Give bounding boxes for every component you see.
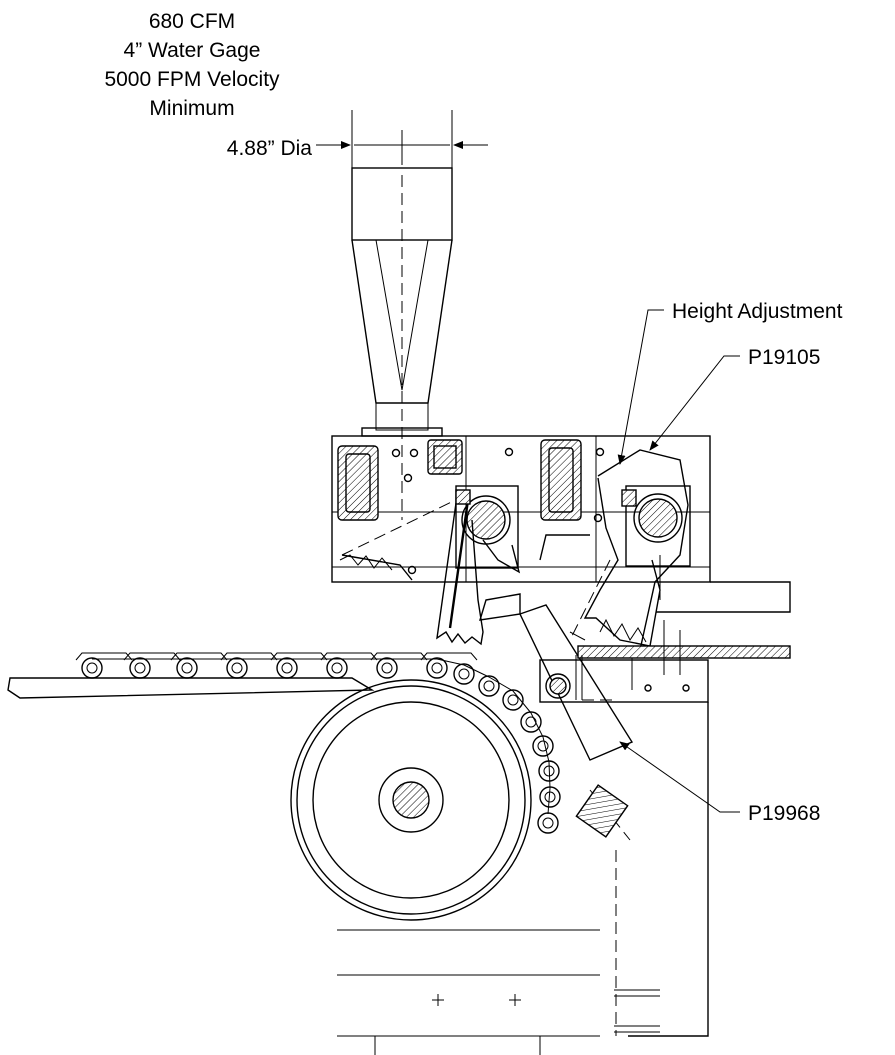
chain-roller — [326, 657, 348, 679]
chain-roller-pin — [458, 668, 470, 680]
lower-frame — [337, 784, 660, 1055]
chain-roller-pin — [542, 817, 554, 829]
p19105-label: P19105 — [748, 346, 820, 369]
chain-roller — [176, 657, 198, 679]
chain-roller-pin — [381, 662, 393, 674]
exhaust-hood — [351, 167, 453, 520]
chain-roller-pin — [86, 662, 98, 674]
chain-link-bar — [436, 658, 465, 666]
chain-roller — [426, 657, 448, 679]
chain-roller-pin — [231, 662, 243, 674]
chain-plate — [420, 652, 478, 661]
mount-symbol-right — [509, 994, 521, 1006]
spec-water-gage: 4” Water Gage — [124, 39, 261, 62]
cutter-housing — [331, 435, 711, 583]
chain-roller — [81, 657, 103, 679]
chain-link-bar — [512, 690, 532, 714]
chain-plate — [75, 652, 133, 661]
chain-roller-pin — [525, 716, 537, 728]
drive-drum — [290, 679, 532, 921]
chain-roller — [129, 657, 151, 679]
spec-velocity: 5000 FPM Velocity — [104, 68, 280, 91]
height-adjustment-label: Height Adjustment — [672, 300, 843, 323]
chain-roller — [478, 675, 500, 697]
chain-plate — [123, 652, 181, 661]
chain-roller-pin — [431, 662, 443, 674]
chain-roller — [453, 663, 475, 685]
chain-roller — [226, 657, 248, 679]
diameter-label: 4.88” Dia — [227, 137, 313, 160]
conveyor-chain — [7, 652, 561, 834]
chain-roller-pin — [281, 662, 293, 674]
chain-roller — [502, 689, 524, 711]
outfeed-table — [539, 581, 791, 1037]
chain-roller-pin — [181, 662, 193, 674]
deflector-plate — [479, 593, 634, 761]
chain-roller-pin — [331, 662, 343, 674]
chain-roller — [538, 760, 560, 782]
chain-roller — [539, 786, 561, 808]
chain-roller — [376, 657, 398, 679]
chain-roller — [520, 711, 542, 733]
chain-link-bar — [488, 676, 514, 692]
p19968-label: P19968 — [748, 802, 820, 825]
duct-diameter-dimension: 4.88” Dia — [227, 110, 488, 168]
chain-link-bar — [463, 664, 490, 678]
chain-roller — [532, 735, 554, 757]
chain-roller-pin — [483, 680, 495, 692]
chain-roller-pin — [537, 740, 549, 752]
callout-p19105: P19105 — [649, 346, 820, 451]
chain-roller — [276, 657, 298, 679]
callout-height-adjustment: Height Adjustment — [617, 300, 843, 465]
airflow-spec: 680 CFM 4” Water Gage 5000 FPM Velocity … — [104, 10, 280, 120]
spec-minimum: Minimum — [149, 97, 234, 120]
chain-roller-pin — [544, 791, 556, 803]
chain-roller-pin — [134, 662, 146, 674]
left-cutter-arbor — [436, 485, 521, 646]
chain-roller-pin — [543, 765, 555, 777]
chain-roller — [537, 812, 559, 834]
callout-p19968: P19968 — [619, 741, 820, 825]
chain-roller-pin — [507, 694, 519, 706]
right-cutter-arbor — [569, 449, 691, 651]
mount-symbol-left — [432, 994, 444, 1006]
spec-cfm: 680 CFM — [149, 10, 235, 33]
